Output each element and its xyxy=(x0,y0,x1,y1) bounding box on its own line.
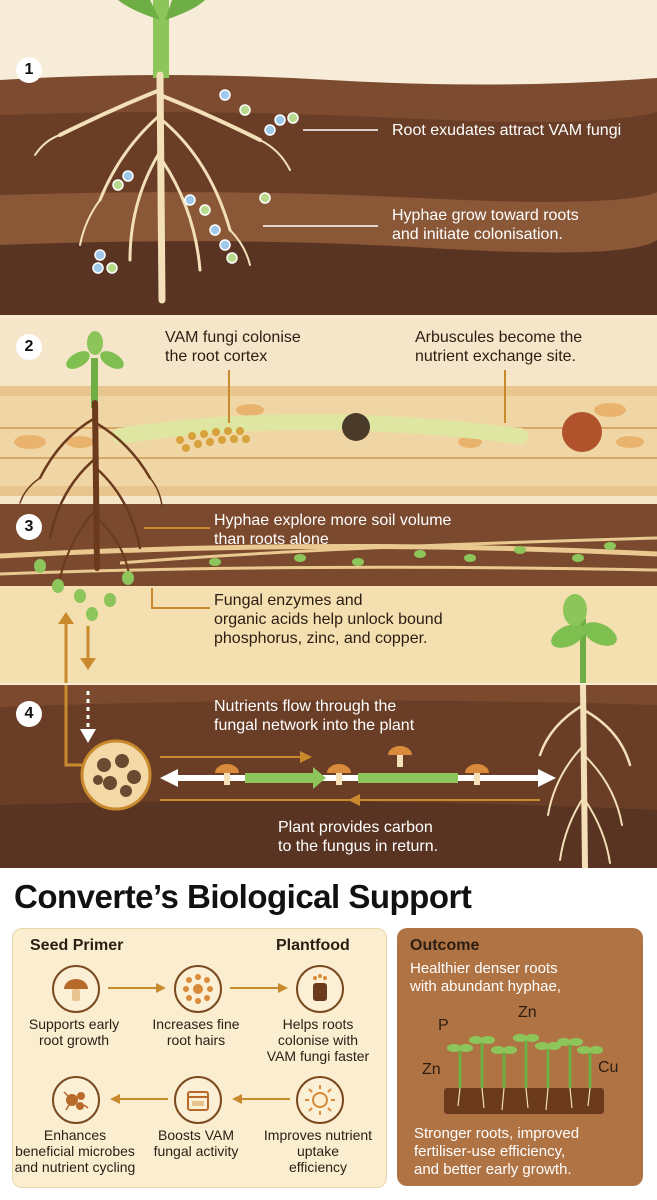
step-number-1: 1 xyxy=(16,57,42,83)
step-4-label-carbon: Plant provides carbon to the fungus in r… xyxy=(278,819,439,855)
sun-uptake-icon xyxy=(296,1076,344,1124)
caption-beneficial-microbes: Enhances beneficial microbes and nutrien… xyxy=(14,1127,136,1175)
step-1-label-exudates: Root exudates attract VAM fungi xyxy=(392,122,622,139)
outcome-box xyxy=(397,928,643,1186)
step-1-soil-illustration xyxy=(0,0,657,315)
seed-primer-header: Seed Primer xyxy=(30,937,124,954)
element-cu: Cu xyxy=(598,1059,619,1076)
step-4-label-nutrients-flow: Nutrients flow through the fungal networ… xyxy=(214,698,415,734)
panel-step-4: 4 Nutrients flow through the fungal netw… xyxy=(0,685,657,868)
outcome-top-text: Healthier denser roots with abundant hyp… xyxy=(410,960,561,995)
caption-vam-activity: Boosts VAM fungal activity xyxy=(153,1127,239,1159)
caption-supports-root-growth: Supports early root growth xyxy=(28,1016,120,1048)
root-hairs-icon xyxy=(174,965,222,1013)
mushroom-icon xyxy=(52,965,100,1013)
panel-step-1: 1 Root exudates attract VAM fungi Hyphae… xyxy=(0,0,657,315)
fungi-bag-icon xyxy=(296,965,344,1013)
step-1-label-hyphae: Hyphae grow toward roots and initiate co… xyxy=(392,207,579,243)
arrow-left-1 xyxy=(110,1094,168,1104)
arrow-right-1 xyxy=(108,983,166,993)
caption-colonise-faster: Helps roots colonise with VAM fungi fast… xyxy=(266,1016,370,1064)
outcome-bottom-text: Stronger roots, improved fertiliser-use … xyxy=(414,1125,580,1178)
activity-box-icon xyxy=(174,1076,222,1124)
support-title: Converte’s Biological Support xyxy=(14,878,472,915)
microbes-icon xyxy=(52,1076,100,1124)
element-zn-left: Zn xyxy=(422,1061,441,1078)
step-number-4: 4 xyxy=(16,701,42,727)
step-2-3-cortex-illustration xyxy=(0,331,657,683)
step-2-label-arbuscules: Arbuscules become the nutrient exchange … xyxy=(415,329,583,365)
arrow-right-2 xyxy=(230,983,288,993)
step-number-3: 3 xyxy=(16,514,42,540)
element-p: P xyxy=(438,1017,449,1034)
element-zn-top: Zn xyxy=(518,1004,537,1021)
step-number-2: 2 xyxy=(16,334,42,360)
outcome-header: Outcome xyxy=(410,937,480,954)
caption-nutrient-uptake: Improves nutrient uptake efficiency xyxy=(263,1127,373,1175)
step-3-label-enzymes: Fungal enzymes and organic acids help un… xyxy=(214,592,443,647)
step-2-label-colonise: VAM fungi colonise the root cortex xyxy=(165,329,301,365)
step-3-label-hyphae-explore: Hyphae explore more soil volume than roo… xyxy=(214,512,452,548)
arrow-left-2 xyxy=(232,1094,290,1104)
step-4-network-illustration xyxy=(0,685,657,868)
plantfood-header: Plantfood xyxy=(276,937,350,954)
panel-step-2-3: 2 3 VAM fungi colonise the root cortex A… xyxy=(0,318,657,683)
caption-fine-root-hairs: Increases fine root hairs xyxy=(152,1016,240,1048)
seedlings-illustration xyxy=(444,1034,604,1114)
